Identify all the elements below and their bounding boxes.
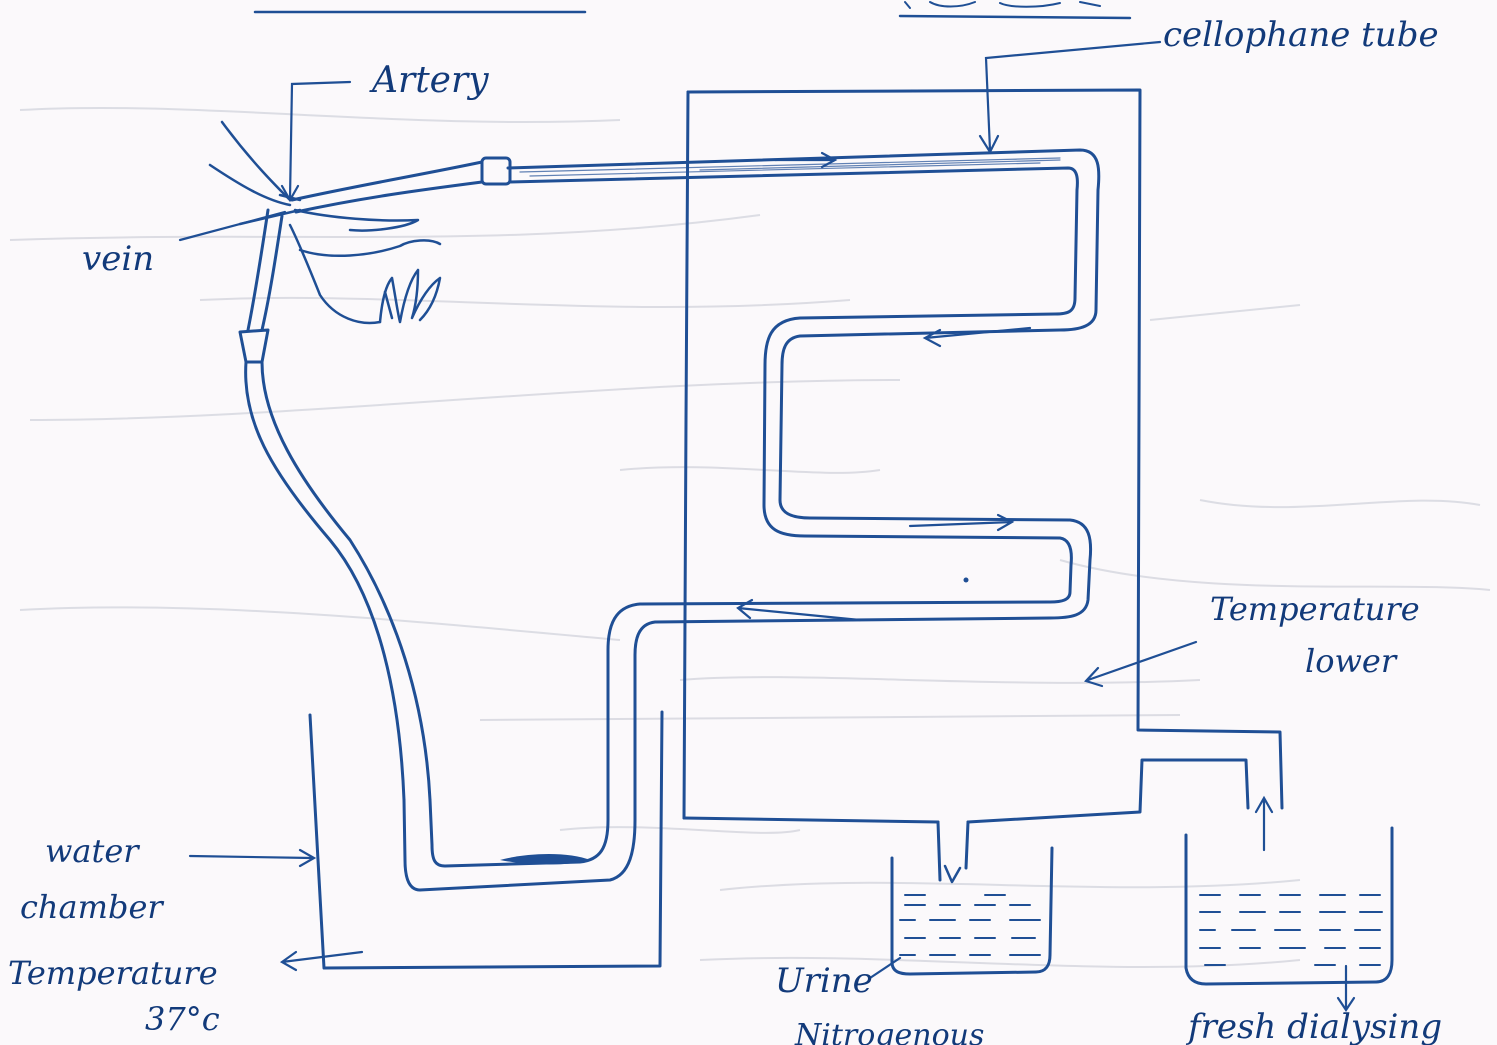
label-water-chamber-line1: water xyxy=(45,832,140,870)
label-cellophane-tube: cellophane tube xyxy=(1163,15,1439,55)
label-pointers xyxy=(178,40,1356,1012)
vein-line xyxy=(238,208,432,802)
dialyzer-chamber xyxy=(682,88,1284,824)
label-temperature-37-line2: 37°c xyxy=(145,1000,220,1038)
label-temperature-lower-line1: Temperature xyxy=(1210,590,1420,628)
artery-line xyxy=(290,156,512,214)
blood-mark xyxy=(500,854,590,865)
label-water-chamber-line2: chamber xyxy=(20,888,164,926)
flow-arrows xyxy=(736,151,1032,622)
label-vein: vein xyxy=(82,239,154,279)
label-fresh-dialysing: fresh dialysing xyxy=(1185,1007,1442,1045)
label-urine: Urine xyxy=(775,961,873,1001)
dialysing-beaker xyxy=(1184,826,1394,986)
header-underline-right xyxy=(898,14,1132,20)
cellophane-tube xyxy=(402,148,1101,892)
show-through-marks xyxy=(9,106,1491,969)
urine-beaker xyxy=(890,846,1054,976)
label-artery: Artery xyxy=(369,60,489,101)
water-chamber xyxy=(308,710,664,970)
labels: cellophane tube Artery vein Temperature … xyxy=(8,15,1442,1045)
header-text-fragment xyxy=(904,1,1101,9)
label-temperature-37-line1: Temperature xyxy=(8,954,218,992)
label-temperature-lower-line2: lower xyxy=(1305,642,1398,680)
artery-connector xyxy=(480,156,512,186)
label-nitrogenous: Nitrogenous xyxy=(794,1018,984,1045)
stray-dot xyxy=(963,577,969,583)
urine-outlet xyxy=(936,820,970,884)
vein-connector xyxy=(238,328,270,364)
